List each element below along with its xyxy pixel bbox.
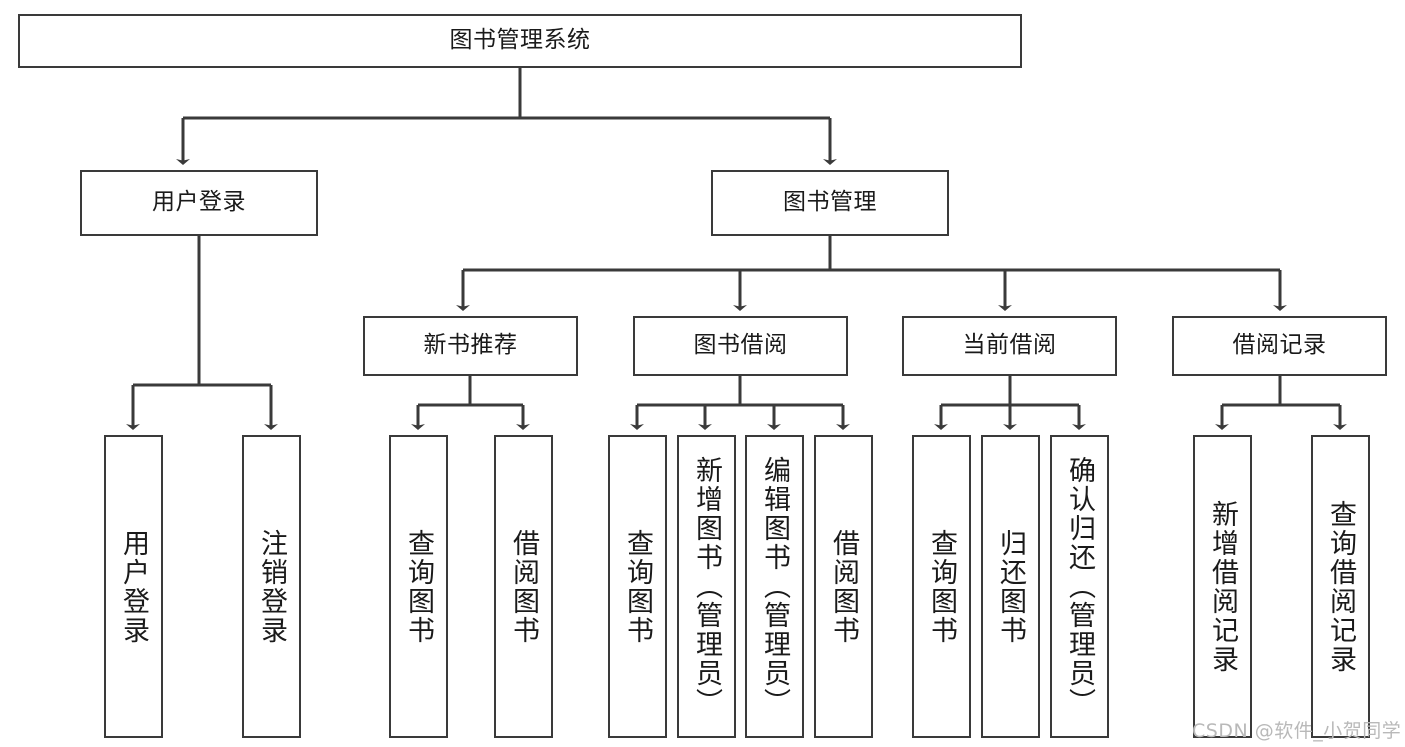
node-leaf-query-record-label: 查询借阅记录 bbox=[1325, 499, 1356, 674]
node-book-manage[interactable]: 图书管理 bbox=[711, 170, 949, 236]
node-leaf-user-login-label: 用户登录 bbox=[118, 528, 149, 645]
node-root-label: 图书管理系统 bbox=[449, 27, 591, 54]
node-leaf-borrow-book-2[interactable]: 借阅图书 bbox=[814, 435, 873, 738]
node-leaf-query-book-3[interactable]: 查询图书 bbox=[912, 435, 971, 738]
node-leaf-borrow-book-2-label: 借阅图书 bbox=[828, 528, 859, 645]
node-leaf-user-login[interactable]: 用户登录 bbox=[104, 435, 163, 738]
node-borrow-record-label: 借阅记录 bbox=[1232, 332, 1327, 359]
node-book-borrow[interactable]: 图书借阅 bbox=[633, 316, 848, 376]
node-current-borrow[interactable]: 当前借阅 bbox=[902, 316, 1117, 376]
node-user-login[interactable]: 用户登录 bbox=[80, 170, 318, 236]
node-leaf-add-book-label: 新增图书（管理员） bbox=[691, 456, 722, 717]
node-leaf-confirm-return-label: 确认归还（管理员） bbox=[1064, 456, 1095, 717]
node-leaf-confirm-return[interactable]: 确认归还（管理员） bbox=[1050, 435, 1109, 738]
node-borrow-record[interactable]: 借阅记录 bbox=[1172, 316, 1387, 376]
node-current-borrow-label: 当前借阅 bbox=[962, 332, 1057, 359]
node-leaf-logout-label: 注销登录 bbox=[256, 528, 287, 645]
node-user-login-label: 用户登录 bbox=[152, 189, 246, 216]
node-leaf-borrow-book-1-label: 借阅图书 bbox=[508, 528, 539, 645]
node-leaf-borrow-book-1[interactable]: 借阅图书 bbox=[494, 435, 553, 738]
node-leaf-return-book[interactable]: 归还图书 bbox=[981, 435, 1040, 738]
node-leaf-edit-book-label: 编辑图书（管理员） bbox=[759, 456, 790, 717]
node-leaf-add-book[interactable]: 新增图书（管理员） bbox=[677, 435, 736, 738]
node-book-borrow-label: 图书借阅 bbox=[693, 332, 788, 359]
node-root[interactable]: 图书管理系统 bbox=[18, 14, 1022, 68]
node-new-book-recommend-label: 新书推荐 bbox=[423, 332, 518, 359]
node-leaf-query-book-3-label: 查询图书 bbox=[926, 528, 957, 645]
csdn-watermark: CSDN @软件_小贺同学 bbox=[1192, 720, 1402, 742]
node-leaf-logout[interactable]: 注销登录 bbox=[242, 435, 301, 738]
node-leaf-query-book-2[interactable]: 查询图书 bbox=[608, 435, 667, 738]
node-leaf-edit-book[interactable]: 编辑图书（管理员） bbox=[745, 435, 804, 738]
node-leaf-add-record-label: 新增借阅记录 bbox=[1207, 499, 1238, 674]
node-leaf-query-book-1-label: 查询图书 bbox=[403, 528, 434, 645]
node-book-manage-label: 图书管理 bbox=[783, 189, 877, 216]
node-leaf-query-book-1[interactable]: 查询图书 bbox=[389, 435, 448, 738]
node-leaf-return-book-label: 归还图书 bbox=[995, 528, 1026, 645]
node-leaf-query-record[interactable]: 查询借阅记录 bbox=[1311, 435, 1370, 738]
node-new-book-recommend[interactable]: 新书推荐 bbox=[363, 316, 578, 376]
node-leaf-query-book-2-label: 查询图书 bbox=[622, 528, 653, 645]
node-leaf-add-record[interactable]: 新增借阅记录 bbox=[1193, 435, 1252, 738]
